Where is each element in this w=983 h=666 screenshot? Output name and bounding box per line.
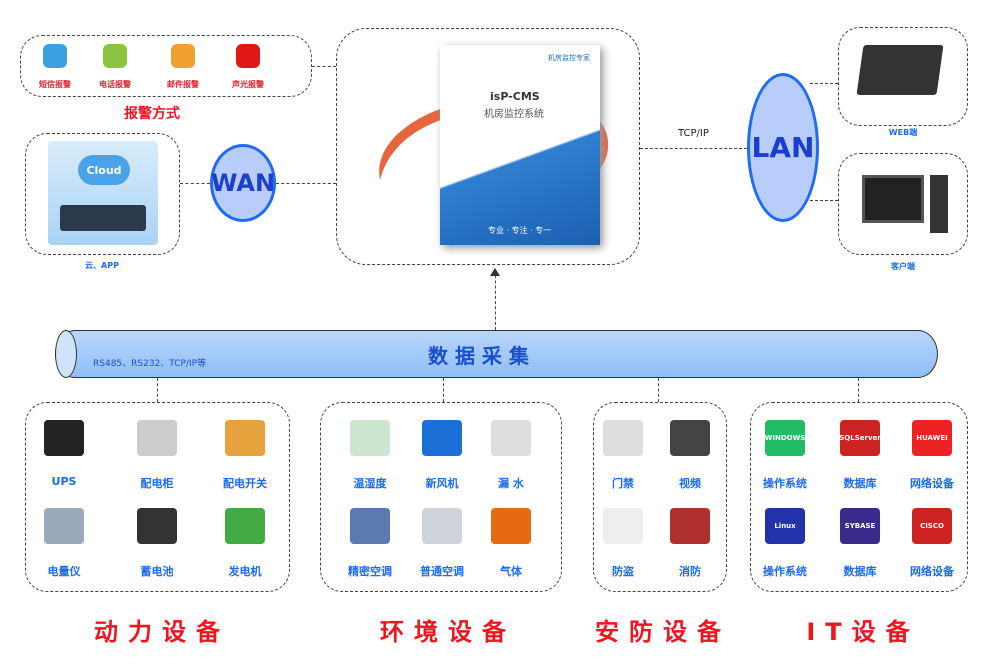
device-icon <box>350 508 390 544</box>
device-icon <box>491 508 531 544</box>
device-icon <box>137 420 177 456</box>
device-label: 操作系统 <box>763 477 807 490</box>
category-title: 动力设备 <box>94 618 230 646</box>
product-box-image: 机房监控专家 isP-CMS 机房监控系统 专业 · 专注 · 专一 <box>440 45 600 245</box>
alarm-item-label: 电话报警 <box>99 80 131 89</box>
cloud-label: 云、APP <box>85 261 119 270</box>
tcpip-label: TCP/IP <box>678 128 709 139</box>
device-label: 电量仪 <box>47 565 81 578</box>
device-icon <box>670 420 710 456</box>
device-icon <box>422 420 462 456</box>
device-icon <box>603 420 643 456</box>
device-group-box <box>320 402 562 592</box>
device-icon <box>137 508 177 544</box>
cloud-box <box>25 133 180 255</box>
device-icon <box>350 420 390 456</box>
product-slogan: 专业 · 专注 · 专一 <box>488 226 552 235</box>
device-label: 门禁 <box>612 477 634 490</box>
device-icon: Linux <box>765 508 805 544</box>
device-label: 精密空调 <box>348 565 392 578</box>
alarm-icon <box>236 44 260 68</box>
device-icon <box>491 420 531 456</box>
tower-icon <box>930 175 948 233</box>
category-title: 环境设备 <box>380 618 516 646</box>
alarm-icon <box>43 44 67 68</box>
cloud-image: Cloud <box>48 141 158 245</box>
device-group-box <box>593 402 727 592</box>
device-label: 蓄电池 <box>140 565 174 578</box>
alarm-item-label: 短信报警 <box>39 80 71 89</box>
device-icon: SYBASE <box>840 508 880 544</box>
client-box <box>838 153 968 255</box>
device-label: 防盗 <box>612 565 634 578</box>
category-title: 安防设备 <box>595 618 731 646</box>
device-label: 网络设备 <box>910 477 954 490</box>
device-icon: HUAWEI <box>912 420 952 456</box>
device-label: 气体 <box>500 565 522 578</box>
device-icon <box>44 508 84 544</box>
device-label: 温湿度 <box>353 477 387 490</box>
lan-node: LAN <box>747 73 819 222</box>
pipe-end <box>55 330 77 378</box>
alarm-item-label: 声光报警 <box>232 80 264 89</box>
up-arrow-icon <box>490 268 500 276</box>
pipe-title: 数 据 采 集 <box>428 344 529 368</box>
wan-node: WAN <box>210 144 276 222</box>
device-icon <box>422 508 462 544</box>
alarm-title: 报警方式 <box>124 106 180 122</box>
device-icon <box>225 420 265 456</box>
data-pipe <box>55 330 938 378</box>
device-label: 数据库 <box>843 477 877 490</box>
product-corner: 机房监控专家 <box>548 54 590 62</box>
alarm-icon <box>171 44 195 68</box>
device-group-box <box>25 402 290 592</box>
category-title: IT设备 <box>806 618 920 646</box>
web-box <box>838 27 968 126</box>
devices-icon <box>60 205 146 231</box>
device-label: 漏 水 <box>498 477 524 490</box>
device-label: 网络设备 <box>910 565 954 578</box>
alarm-item-label: 邮件报警 <box>167 80 199 89</box>
device-label: 配电开关 <box>223 477 267 490</box>
client-label: 客户端 <box>891 262 915 271</box>
device-label: UPS <box>51 475 77 488</box>
device-icon <box>44 420 84 456</box>
center-box <box>336 28 640 265</box>
device-label: 新风机 <box>425 477 459 490</box>
device-icon <box>225 508 265 544</box>
desktop-icon <box>862 175 924 223</box>
cloud-icon: Cloud <box>78 155 130 185</box>
device-label: 发电机 <box>228 565 262 578</box>
device-group-box <box>750 402 968 592</box>
device-label: 数据库 <box>843 565 877 578</box>
device-icon <box>603 508 643 544</box>
device-label: 普通空调 <box>420 565 464 578</box>
pipe-protocols: RS485、RS232、TCP/IP等 <box>93 359 207 369</box>
device-label: 消防 <box>679 565 701 578</box>
device-label: 配电柜 <box>140 477 174 490</box>
device-label: 操作系统 <box>763 565 807 578</box>
device-icon <box>670 508 710 544</box>
device-label: 视频 <box>679 477 701 490</box>
device-icon: SQLServer <box>839 420 881 456</box>
device-icon: WINDOWS <box>765 420 805 456</box>
device-icon: CISCO <box>912 508 952 544</box>
alarm-icon <box>103 44 127 68</box>
laptop-icon <box>856 45 944 95</box>
product-subtitle: 机房监控系统 <box>484 109 544 120</box>
product-name: isP-CMS <box>490 90 540 103</box>
web-label: WEB端 <box>888 128 918 137</box>
alarm-box <box>20 35 312 97</box>
